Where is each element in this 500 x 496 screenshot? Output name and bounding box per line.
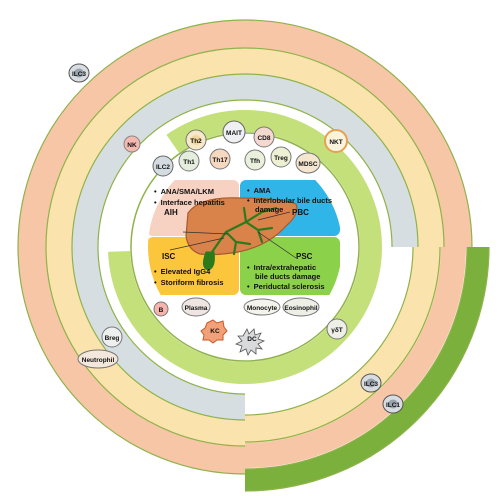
svg-text:NK: NK xyxy=(127,142,137,149)
cell-th1: Th1 xyxy=(178,150,200,172)
svg-text:ILC3: ILC3 xyxy=(364,381,378,388)
cell-breg: Breg xyxy=(101,326,123,348)
pbc-item-2: •Interlobular bile ducts xyxy=(247,196,332,205)
aih-item-1: •ANA/SMA/LKM xyxy=(154,187,214,196)
cell-th2: Th2 xyxy=(185,129,207,151)
psc-item-1: •Intra/extrahepatic xyxy=(247,263,316,272)
svg-text:B: B xyxy=(159,307,164,314)
cell-b: B xyxy=(153,301,169,317)
svg-text:Eosinophil: Eosinophil xyxy=(284,305,317,312)
psc-box xyxy=(240,237,340,295)
psc-label: PSC xyxy=(296,252,313,261)
svg-text:Th1: Th1 xyxy=(183,159,195,166)
cell-neutrophil: Neutrophil xyxy=(77,349,119,369)
isc-label: ISC xyxy=(162,252,176,261)
cell-monocyte: Monocyte xyxy=(243,298,281,316)
cell-nkt: NKT xyxy=(324,129,348,153)
cell-mait: MAIT xyxy=(222,120,246,144)
lime-ring-gap xyxy=(106,133,181,252)
cell-tfh: Tfh xyxy=(244,149,266,171)
outer-salmon-band xyxy=(18,20,472,474)
svg-text:γδT: γδT xyxy=(331,327,343,334)
cell-kc: KC xyxy=(200,319,228,344)
svg-text:Tfh: Tfh xyxy=(250,158,260,165)
cell-ilc3-bottom: ILC3 xyxy=(360,373,382,393)
isc-item-1: •Elevated IgG4 xyxy=(154,267,211,276)
cell-ilc1: ILC1 xyxy=(382,394,404,414)
outer-grey-band xyxy=(72,74,418,420)
band-outline xyxy=(45,47,445,447)
svg-text:Monocyte: Monocyte xyxy=(247,305,278,312)
svg-text:DC: DC xyxy=(247,336,257,343)
band-outline xyxy=(244,246,490,492)
isc-quadrant: ISC •Elevated IgG4 •Storiform fibrosis xyxy=(154,252,224,287)
svg-text:Th17: Th17 xyxy=(212,157,228,164)
cell-plasma: Plasma xyxy=(181,297,211,317)
band-outline xyxy=(17,19,473,475)
svg-text:ILC3: ILC3 xyxy=(72,71,86,78)
outer-cream-band xyxy=(46,48,444,446)
svg-text:Neutrophil: Neutrophil xyxy=(82,357,115,364)
band-outline xyxy=(244,246,441,443)
pbc-quadrant: •AMA •Interlobular bile ducts damage PBC xyxy=(247,186,332,217)
svg-text:MDSC: MDSC xyxy=(298,161,317,168)
br-dark-green-band xyxy=(244,246,489,491)
cell-treg: Treg xyxy=(270,146,292,168)
svg-text:ILC2: ILC2 xyxy=(156,164,170,171)
connector-lines xyxy=(169,211,297,259)
cell-cd8: CD8 xyxy=(253,126,275,148)
psc-item-2: •Periductal sclerosis xyxy=(247,282,325,291)
svg-text:Treg: Treg xyxy=(274,155,288,162)
aih-item-2: •Interface hepatitis xyxy=(154,198,225,207)
cell-eosinophil: Eosinophil xyxy=(282,297,320,317)
svg-text:Th2: Th2 xyxy=(190,138,202,145)
band-outline xyxy=(71,73,419,421)
cell-nk: NK xyxy=(123,135,141,153)
svg-text:CD8: CD8 xyxy=(257,135,270,142)
cell-mdsc: MDSC xyxy=(295,152,321,174)
cell-ilc3-top: ILC3 xyxy=(68,63,90,83)
pbc-item-2b: damage xyxy=(255,205,283,214)
svg-text:MAIT: MAIT xyxy=(226,130,242,137)
cell-gdt: γδT xyxy=(326,318,348,340)
aih-quadrant: •ANA/SMA/LKM •Interface hepatitis AIH xyxy=(154,187,225,217)
band-outline xyxy=(244,246,414,416)
svg-text:Plasma: Plasma xyxy=(185,305,208,312)
cell-th17: Th17 xyxy=(209,148,231,170)
svg-text:NKT: NKT xyxy=(329,139,342,146)
svg-text:Breg: Breg xyxy=(105,335,120,342)
svg-text:KC: KC xyxy=(210,328,220,335)
svg-text:ILC1: ILC1 xyxy=(386,402,400,409)
br-salmon-band xyxy=(244,246,466,468)
psc-item-1b: bile ducts damage xyxy=(255,272,320,281)
cell-ilc2: ILC2 xyxy=(152,155,174,177)
isc-item-2: •Storiform fibrosis xyxy=(154,278,224,287)
aih-label: AIH xyxy=(164,208,178,217)
band-outline xyxy=(97,99,393,395)
pbc-label: PBC xyxy=(292,208,309,217)
psc-quadrant: PSC •Intra/extrahepatic bile ducts damag… xyxy=(247,252,325,291)
pbc-item-1: •AMA xyxy=(247,186,271,195)
cell-dc: DC xyxy=(234,328,266,356)
